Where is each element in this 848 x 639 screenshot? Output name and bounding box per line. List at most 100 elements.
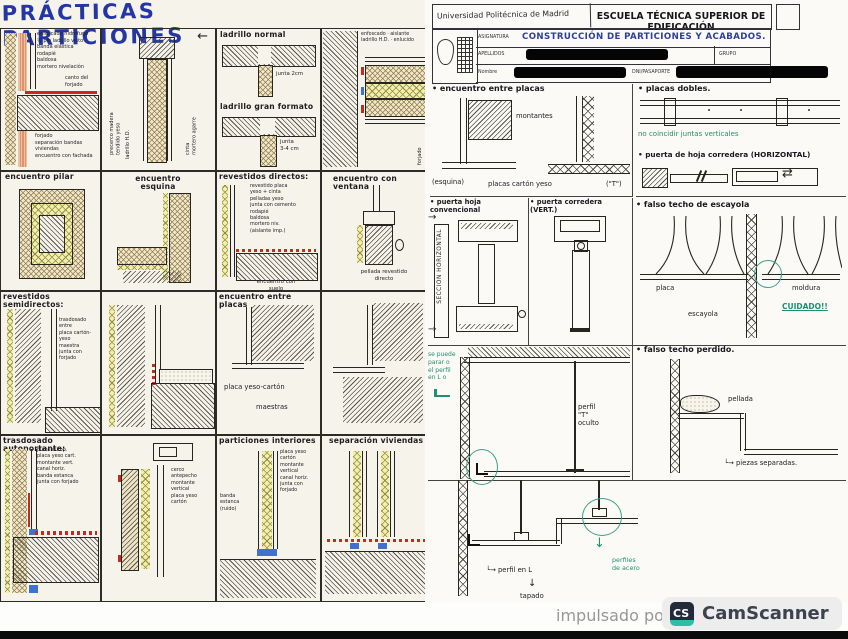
detail-labels: junta 2cm xyxy=(276,71,304,77)
camscanner-brand: CamScanner xyxy=(702,603,829,624)
sketch-shape xyxy=(7,309,13,423)
sketch-shape xyxy=(252,305,314,361)
detail-cell-brick-joints: ladrillo normal junta 2cm ladrillo gran … xyxy=(215,28,322,172)
sketch-shape xyxy=(365,99,427,117)
sketch-shape xyxy=(117,247,167,265)
section-title: • puerta hoja convencional xyxy=(430,198,482,214)
camscanner-badge[interactable]: CS CamScanner xyxy=(662,597,842,630)
sketch-shape xyxy=(28,493,30,527)
sketch-shape xyxy=(273,451,278,549)
nombre-row: Nombre DNI/PASAPORTE xyxy=(476,64,828,83)
sketch-shape xyxy=(577,242,585,250)
green-note: no coincidir juntas verticales xyxy=(638,130,739,138)
sketch-shape xyxy=(153,443,193,461)
sketch-shape xyxy=(459,324,513,329)
sketch-shape xyxy=(740,109,742,111)
sketch-shape xyxy=(664,98,676,126)
sketch-shape xyxy=(163,193,168,281)
sketch-shape xyxy=(640,118,840,124)
left-arrow-icon: ← xyxy=(197,29,208,44)
bottom-black-bar xyxy=(0,631,848,639)
detail-labels: forjado xyxy=(417,147,423,165)
sketch-shape xyxy=(740,413,746,451)
detail-title: trasdosado autoportante: xyxy=(3,436,66,454)
redaction-bar xyxy=(676,66,828,78)
sketch-shape xyxy=(123,271,181,283)
sketch-shape xyxy=(554,216,606,242)
sketch-shape xyxy=(236,253,318,281)
logo-cell xyxy=(432,28,478,84)
sketch-label: montantes xyxy=(516,112,553,120)
detail-cell-semidirect-floor xyxy=(100,290,217,436)
sketch-shape xyxy=(574,240,588,252)
sketch-shape xyxy=(361,105,364,113)
sketch-shape xyxy=(141,469,150,569)
asignatura-row: ASIGNATURA CONSTRUCCIÓN DE PARTICIONES Y… xyxy=(476,28,771,48)
detail-title: particiones interiores xyxy=(219,436,316,445)
sketch-shape xyxy=(365,57,425,62)
hanger-flares-sketch xyxy=(655,215,842,275)
sketch-shape xyxy=(458,480,468,596)
sketch-shape xyxy=(169,193,191,283)
sketch-label: pellada xyxy=(728,395,753,403)
detail-labels: maestras xyxy=(256,403,288,411)
sketch-shape xyxy=(45,407,101,433)
apellidos-label: APELLIDOS xyxy=(478,52,505,57)
green-note: se puede parar o el perfil en L o xyxy=(428,351,456,382)
sketch-shape xyxy=(333,367,385,373)
sketch-shape xyxy=(468,100,512,140)
sketch-shape xyxy=(461,223,513,229)
sketch-shape xyxy=(325,551,425,594)
detail-subtitle: ladrillo gran formato xyxy=(220,102,314,111)
detail-cell-facade-section: enfoscado · aislante ladrillo H.D. · enl… xyxy=(320,28,432,172)
detail-cell-window: encuentro con ventana pellada revestido … xyxy=(320,170,432,292)
detail-title: encuentro pilar xyxy=(5,172,74,181)
sketch-shape xyxy=(464,357,630,363)
sketch-shape xyxy=(570,328,590,332)
sketch-shape xyxy=(395,239,404,251)
redaction-bar xyxy=(526,49,668,60)
sketch-shape xyxy=(362,451,367,537)
green-sketch-mark xyxy=(434,395,450,397)
sketch-shape xyxy=(139,37,175,59)
detail-title: revestidos semidirectos: xyxy=(3,292,64,310)
left-sheet: PRÁCTICAS PARTICIONES enfoscado hidrófug… xyxy=(0,0,432,602)
detail-labels: canto del forjado xyxy=(65,75,89,88)
school-name: ESCUELA TÉCNICA SUPERIOR DE EDIFICACIÓN xyxy=(596,11,766,33)
sketch-label: └→ perfil en L xyxy=(486,566,533,574)
highlight-circle xyxy=(582,498,622,536)
sketch-shape xyxy=(117,265,165,270)
sketch-label: placas cartón yeso xyxy=(488,180,552,188)
sketch-shape xyxy=(381,451,389,537)
sketch-shape xyxy=(258,46,271,64)
green-note: perfiles de acero xyxy=(612,556,640,573)
upm-building-icon xyxy=(457,37,473,73)
header-top-row: Universidad Politécnica de Madrid ESCUEL… xyxy=(432,3,772,33)
section-sliding-door-section: • puerta corredera (VERT.) xyxy=(528,198,633,346)
green-warning: CUIDADO!! xyxy=(782,302,828,311)
sketch-shape xyxy=(155,305,161,383)
detail-labels: cerco antepecho montante vertical placa … xyxy=(171,467,198,505)
sketch-shape xyxy=(31,449,37,529)
sketch-shape xyxy=(35,531,97,535)
slide-arrow-icon: ⇄ xyxy=(782,166,793,181)
sketch-shape xyxy=(456,306,518,332)
sketch-shape xyxy=(460,357,470,479)
nombre-label: Nombre xyxy=(478,70,498,75)
page-title-line1: PRÁCTICAS xyxy=(1,0,157,26)
sketch-shape xyxy=(39,215,65,253)
section-plate-meetings: • encuentro entre placas (esquina) monta… xyxy=(430,84,633,197)
detail-labels: pellada revestido directo xyxy=(360,269,408,283)
sketch-label: tapado xyxy=(520,592,544,600)
sketch-shape xyxy=(159,369,213,384)
l-profile-shape xyxy=(468,534,480,546)
sketch-shape xyxy=(15,309,41,423)
detail-title: encuentro esquina xyxy=(135,174,181,192)
sketch-shape xyxy=(520,480,522,534)
sketch-shape xyxy=(642,168,668,188)
section-axis-band: SECCIÓN HORIZONTAL xyxy=(434,224,449,338)
detail-title: ladrillo normal xyxy=(220,30,286,39)
detail-cell-plate-meeting: encuentro entre placas placa yeso-cartón… xyxy=(215,290,322,436)
sketch-shape xyxy=(121,469,139,571)
sketch-shape xyxy=(560,220,600,232)
